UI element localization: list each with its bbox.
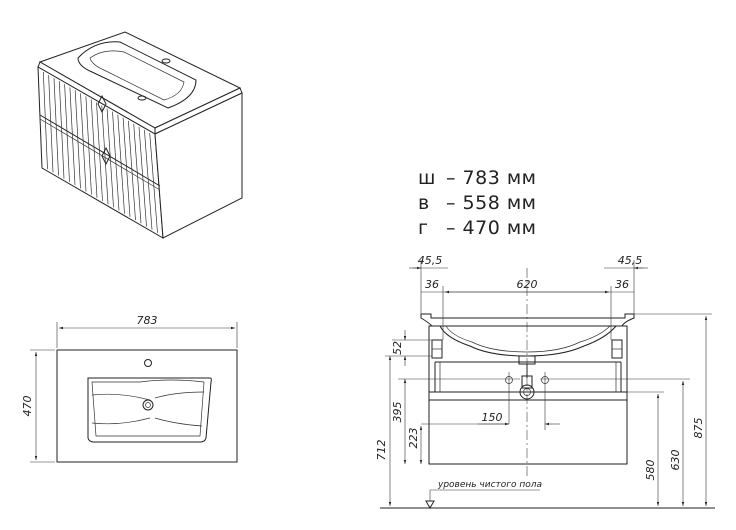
floor-label: уровень чистого пола xyxy=(437,480,542,490)
flute-groove xyxy=(85,96,92,195)
plan-basin-outer xyxy=(87,377,212,443)
plan-depth-label: 470 xyxy=(21,396,34,417)
dim-bowl-depth: 52 xyxy=(391,341,404,355)
flute-groove xyxy=(42,71,48,170)
dim-580-label: 580 xyxy=(644,460,657,481)
plan-tap-hole xyxy=(144,359,152,367)
plan-basin-inner xyxy=(91,379,205,437)
flute-groove xyxy=(112,111,120,211)
flute-groove xyxy=(58,81,65,179)
front-elevation: 45,5 45,5 36 620 36 52 395 223 712 15 xyxy=(375,254,715,510)
plan-view: 783 470 xyxy=(21,314,238,463)
iso-drawer-split xyxy=(39,114,161,187)
flute-groove xyxy=(69,87,76,186)
spec-height-key: в xyxy=(418,192,430,214)
flute-groove xyxy=(101,105,109,205)
flute-groove xyxy=(128,120,136,221)
dim-side-right: 45,5 xyxy=(618,254,643,267)
flute-groove xyxy=(64,84,70,182)
iso-basin-rim xyxy=(77,41,197,109)
flute-groove xyxy=(53,78,59,176)
dim-side-left: 45,5 xyxy=(418,254,443,267)
spec-width: ш – 783 мм xyxy=(418,167,537,189)
dim-223-label: 223 xyxy=(407,428,420,449)
dim-basin-width-label: 620 xyxy=(517,278,538,291)
iso-basin-inner xyxy=(89,50,185,101)
front-bowl-outer xyxy=(439,325,617,357)
flute-groove xyxy=(90,99,98,198)
dim-inset-right: 36 xyxy=(615,278,629,291)
spec-depth-key: г xyxy=(418,217,429,239)
flute-groove xyxy=(144,129,153,230)
spec-depth: г – 470 мм xyxy=(418,217,537,239)
iso-fluting xyxy=(42,71,158,233)
dim-150-label: 150 xyxy=(482,411,503,424)
flute-groove xyxy=(149,132,158,233)
dim-630-label: 630 xyxy=(669,450,682,471)
front-countertop xyxy=(420,313,635,327)
iso-handle-top xyxy=(97,94,107,114)
flute-groove xyxy=(133,123,142,224)
iso-cabinet-side xyxy=(154,92,243,239)
isometric-view xyxy=(37,31,243,239)
dim-inset-left: 36 xyxy=(425,278,439,291)
flute-groove xyxy=(48,75,54,173)
dim-712-label: 712 xyxy=(375,440,388,461)
spec-width-value: – 783 мм xyxy=(446,167,537,189)
spec-width-key: ш xyxy=(418,167,436,189)
flute-groove xyxy=(80,93,87,192)
spec-depth-value: – 470 мм xyxy=(446,217,537,239)
dim-875-label: 875 xyxy=(692,418,705,439)
iso-tap-hole xyxy=(161,58,171,64)
flute-groove xyxy=(74,90,81,189)
floor-marker xyxy=(425,500,435,510)
spec-height: в – 558 мм xyxy=(418,192,537,214)
spec-height-value: – 558 мм xyxy=(446,192,537,214)
flute-groove xyxy=(122,117,131,217)
plan-countertop xyxy=(56,349,238,463)
iso-drain xyxy=(137,95,147,101)
front-siphon xyxy=(521,375,533,389)
front-cabinet-body xyxy=(428,325,628,465)
flute-groove xyxy=(106,108,114,208)
flute-groove xyxy=(138,126,147,227)
dim-395-label: 395 xyxy=(391,402,404,423)
flute-groove xyxy=(117,114,125,214)
flute-groove xyxy=(96,102,103,202)
plan-width-label: 783 xyxy=(137,314,158,327)
iso-handle-bottom xyxy=(101,146,111,166)
plan-drain xyxy=(142,399,154,411)
